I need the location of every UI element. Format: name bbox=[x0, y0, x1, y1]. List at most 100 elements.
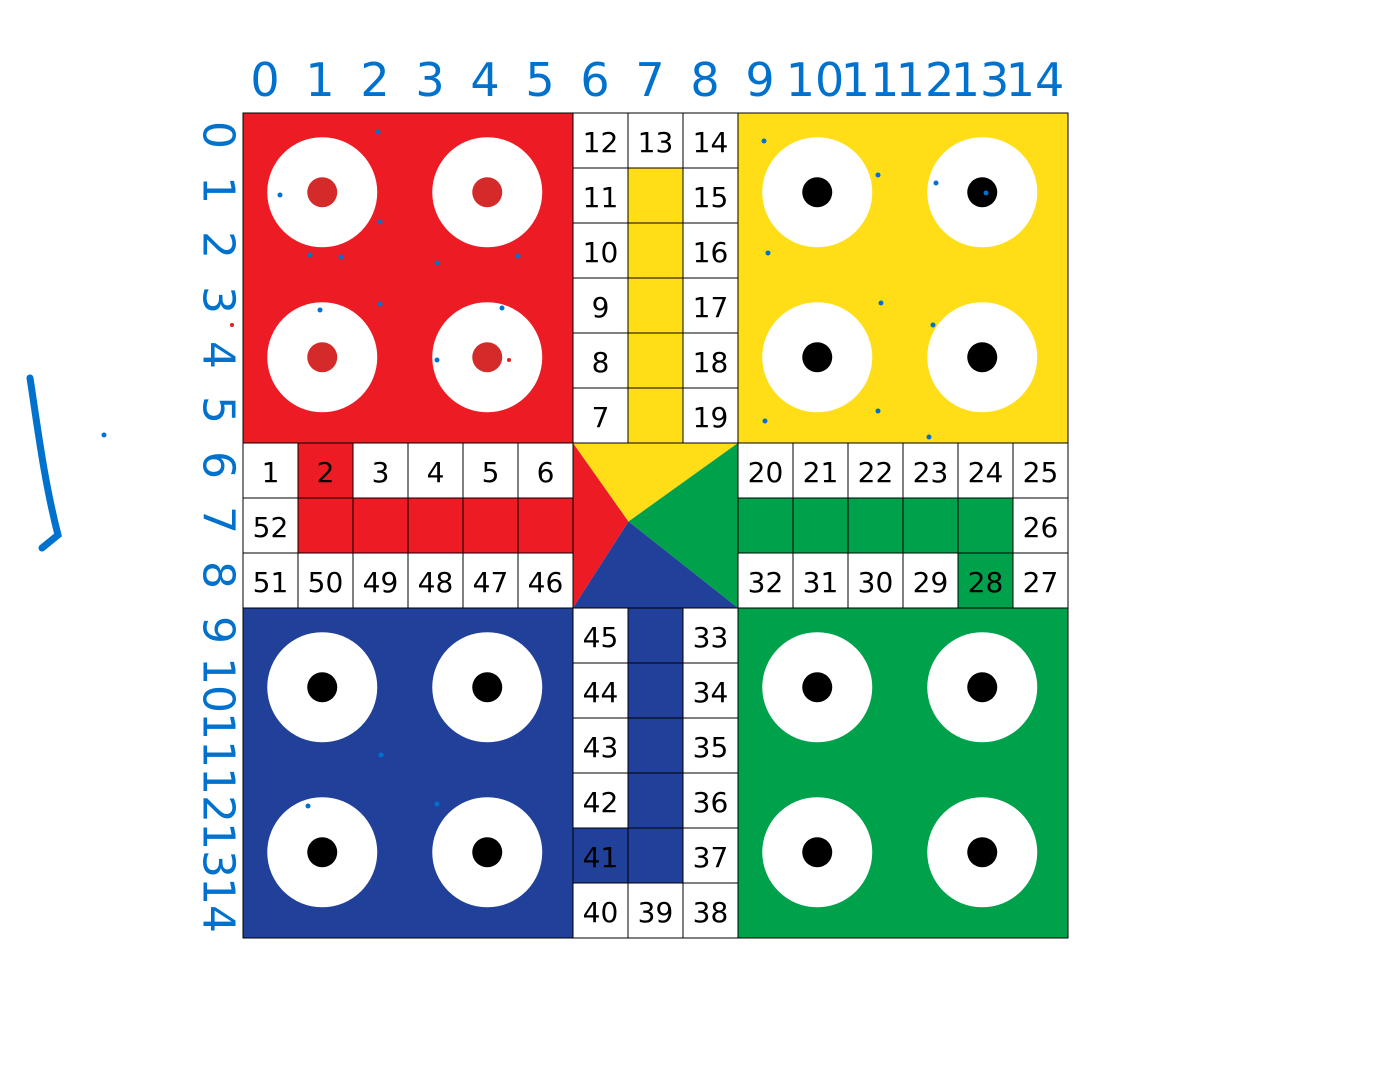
track-cell-box bbox=[682, 882, 739, 939]
track-cell-box bbox=[682, 772, 739, 829]
annotation-dot bbox=[878, 300, 884, 306]
column-label: 6 bbox=[580, 53, 609, 107]
track-cell bbox=[627, 607, 684, 664]
track-cell bbox=[792, 497, 849, 554]
track-cell: 29 bbox=[902, 552, 959, 609]
track-cell-box bbox=[352, 497, 409, 554]
track-cell-box bbox=[847, 442, 904, 499]
token bbox=[307, 837, 338, 868]
track-cell bbox=[462, 497, 519, 554]
track-number: 38 bbox=[693, 896, 729, 929]
center-green-triangle bbox=[628, 443, 738, 608]
track-cell-box bbox=[737, 442, 794, 499]
annotation-dot bbox=[307, 252, 313, 258]
token bbox=[472, 837, 503, 868]
track-number: 15 bbox=[693, 181, 729, 214]
token bbox=[472, 177, 503, 208]
track-cell-box bbox=[627, 662, 684, 719]
token bbox=[967, 177, 998, 208]
token bbox=[802, 837, 833, 868]
yellow-home-spot-4 bbox=[927, 302, 1038, 413]
track-cell bbox=[627, 717, 684, 774]
track-cell: 8 bbox=[572, 332, 629, 389]
center-red-triangle bbox=[573, 443, 629, 608]
green-home-spot-1 bbox=[762, 632, 873, 743]
annotation-dot bbox=[377, 219, 383, 225]
track-cell-box bbox=[737, 497, 794, 554]
track-cell bbox=[737, 497, 794, 554]
track-cell-box bbox=[572, 112, 629, 169]
token bbox=[307, 177, 338, 208]
track-number: 8 bbox=[592, 346, 610, 379]
track-cell: 21 bbox=[792, 442, 849, 499]
blue-home-spot-4 bbox=[432, 797, 543, 908]
track-cell-box bbox=[957, 497, 1014, 554]
track-cell: 20 bbox=[737, 442, 794, 499]
track-cell-box bbox=[682, 332, 739, 389]
blue-home-spot-2 bbox=[432, 632, 543, 743]
track-cell-box bbox=[297, 442, 354, 499]
track-number: 43 bbox=[583, 731, 619, 764]
annotation-dot bbox=[875, 172, 881, 178]
track-cell-box bbox=[352, 442, 409, 499]
green-home-spot-4 bbox=[927, 797, 1038, 908]
track-number: 21 bbox=[803, 456, 839, 489]
track-number: 6 bbox=[537, 456, 555, 489]
annotation-dot bbox=[277, 192, 283, 198]
column-label: 8 bbox=[690, 53, 719, 107]
track-cell: 9 bbox=[572, 277, 629, 334]
track-cell-box bbox=[517, 552, 574, 609]
token bbox=[802, 672, 833, 703]
annotation-dot bbox=[933, 180, 939, 186]
row-label: 14 bbox=[193, 877, 244, 933]
track-cell: 46 bbox=[517, 552, 574, 609]
track-cell: 50 bbox=[297, 552, 354, 609]
track-cell: 37 bbox=[682, 827, 739, 884]
track-cell: 28 bbox=[957, 552, 1014, 609]
track-cell-box bbox=[627, 607, 684, 664]
yellow-home-spot-1 bbox=[762, 137, 873, 248]
annotation-stroke bbox=[26, 374, 62, 552]
track-cell-box bbox=[627, 827, 684, 884]
track-number: 37 bbox=[693, 841, 729, 874]
track-cell: 18 bbox=[682, 332, 739, 389]
track-cell-box bbox=[847, 552, 904, 609]
red-home bbox=[243, 113, 573, 443]
track-number: 9 bbox=[592, 291, 610, 324]
track-cell: 27 bbox=[1012, 552, 1069, 609]
token bbox=[307, 672, 338, 703]
row-label: 3 bbox=[193, 286, 244, 314]
blue-home-spot-1 bbox=[267, 632, 378, 743]
track-cell: 14 bbox=[682, 112, 739, 169]
track-cell: 3 bbox=[352, 442, 409, 499]
annotation-dot bbox=[434, 357, 440, 363]
center-blue-triangle bbox=[573, 521, 738, 608]
track-cell: 15 bbox=[682, 167, 739, 224]
track-cell bbox=[957, 497, 1014, 554]
row-label: 13 bbox=[193, 822, 244, 878]
track-cell-box bbox=[902, 442, 959, 499]
green-home-spot-2 bbox=[927, 632, 1038, 743]
track-cell-box bbox=[682, 607, 739, 664]
annotation-dot bbox=[761, 138, 767, 144]
annotation-dot bbox=[101, 432, 107, 438]
token bbox=[967, 342, 998, 373]
track-number: 25 bbox=[1023, 456, 1059, 489]
track-number: 1 bbox=[262, 456, 280, 489]
track-cell bbox=[627, 167, 684, 224]
track-cell bbox=[627, 772, 684, 829]
annotation-dot bbox=[230, 323, 234, 327]
track-cell: 1 bbox=[242, 442, 299, 499]
column-label: 0 bbox=[250, 53, 279, 107]
track-cell-box bbox=[682, 222, 739, 279]
row-label: 10 bbox=[193, 657, 244, 713]
track-cell-box bbox=[407, 442, 464, 499]
red-home-spot-4 bbox=[432, 302, 543, 413]
row-label: 8 bbox=[193, 561, 244, 589]
row-label: 2 bbox=[193, 231, 244, 259]
row-label: 6 bbox=[193, 451, 244, 479]
track-cell: 30 bbox=[847, 552, 904, 609]
track-number: 5 bbox=[482, 456, 500, 489]
